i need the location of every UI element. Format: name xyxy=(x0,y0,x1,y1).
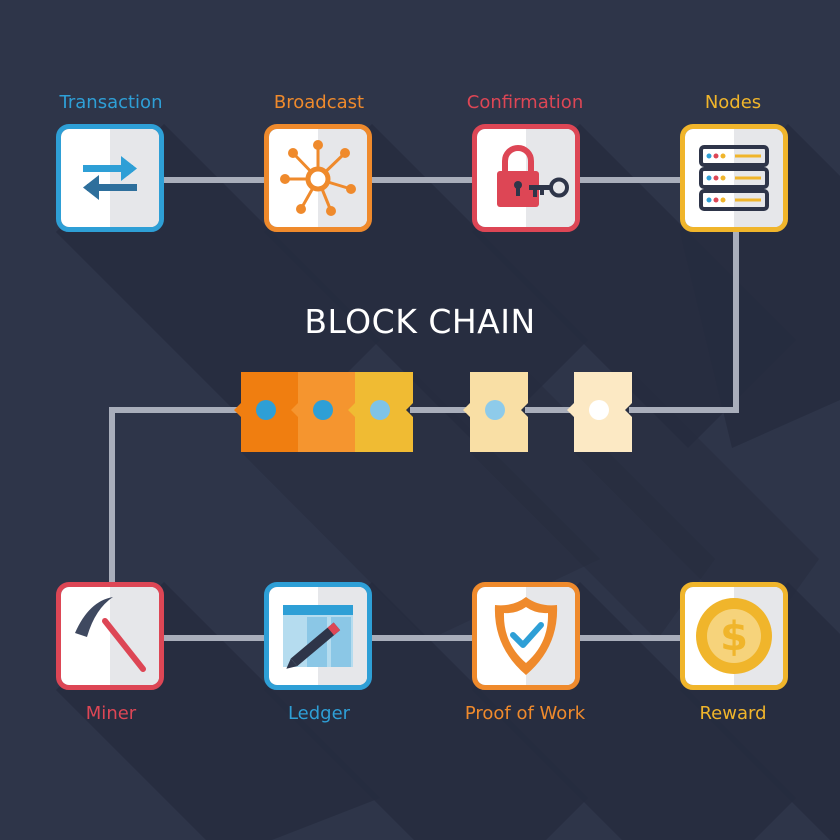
tile-nodes[interactable] xyxy=(680,124,788,232)
ledger-pen-icon xyxy=(283,605,353,669)
chain-block-dot-2 xyxy=(313,400,333,420)
chain-block-dot-3 xyxy=(370,400,390,420)
svg-text:$: $ xyxy=(720,614,748,660)
diagram-title: BLOCK CHAIN xyxy=(304,302,536,341)
label-transaction: Transaction xyxy=(59,92,163,113)
pickaxe-icon xyxy=(75,597,146,672)
exchange-arrows-icon xyxy=(83,156,137,200)
padlock-key-icon xyxy=(497,145,569,207)
label-proof-of-work: Proof of Work xyxy=(464,703,586,724)
tile-broadcast[interactable] xyxy=(264,124,372,232)
dollar-coin-icon: $ xyxy=(696,598,772,674)
tile-ledger[interactable] xyxy=(264,582,372,690)
chain-blocks xyxy=(234,372,632,452)
tile-transaction[interactable] xyxy=(56,124,164,232)
shield-check-icon xyxy=(494,597,558,675)
tile-reward[interactable]: $ xyxy=(680,582,788,690)
tile-proof-of-work[interactable] xyxy=(472,582,580,690)
server-stack-icon xyxy=(699,145,769,211)
label-reward: Reward xyxy=(699,703,767,724)
label-ledger: Ledger xyxy=(287,703,351,724)
label-nodes: Nodes xyxy=(704,92,762,113)
label-broadcast: Broadcast xyxy=(273,92,365,113)
chain-block-dot-5 xyxy=(589,400,609,420)
chain-block-dot-1 xyxy=(256,400,276,420)
connector-lines xyxy=(109,177,739,641)
label-miner: Miner xyxy=(85,703,137,724)
tile-miner[interactable] xyxy=(56,582,164,690)
chain-block-dot-4 xyxy=(485,400,505,420)
network-hub-icon xyxy=(280,140,356,216)
label-confirmation: Confirmation xyxy=(466,92,584,113)
tile-confirmation[interactable] xyxy=(472,124,580,232)
